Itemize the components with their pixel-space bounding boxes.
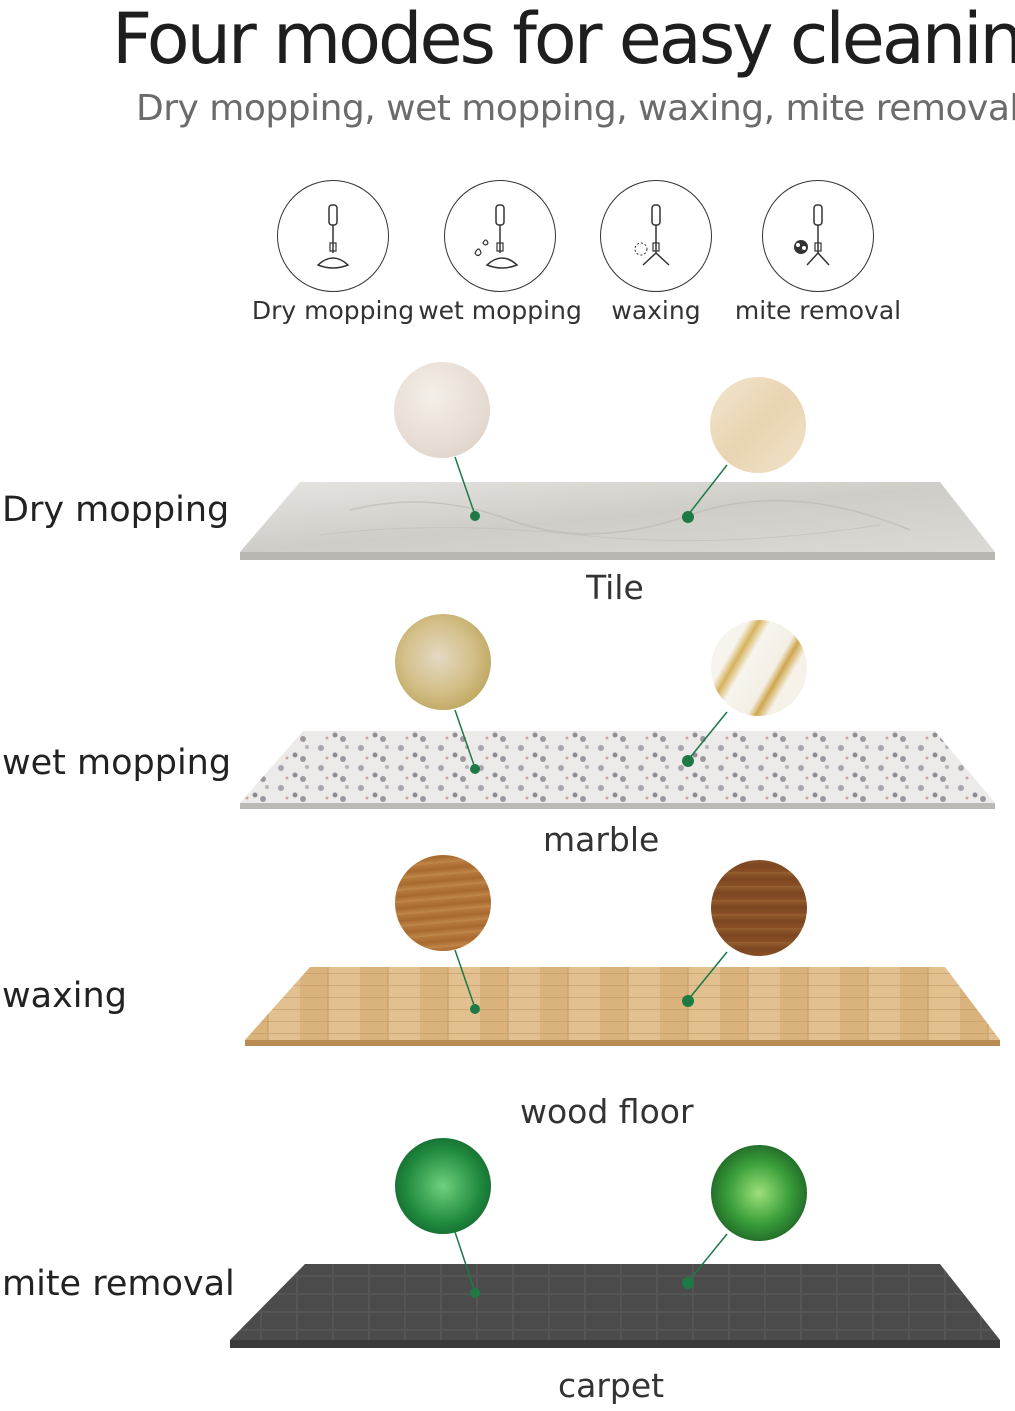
mode-label: wet mopping — [418, 296, 582, 325]
mode-dry-mopping: Dry mopping — [248, 180, 418, 325]
mode-waxing: waxing — [571, 180, 741, 325]
row-mode-label: waxing — [2, 976, 127, 1016]
wood-floor-image — [245, 967, 1000, 1046]
floor-label: Tile — [586, 568, 644, 607]
floor-label: carpet — [558, 1366, 665, 1405]
tile-swatch-right — [710, 377, 806, 473]
waxing-mop-icon — [600, 180, 712, 292]
dry-mop-icon — [277, 180, 389, 292]
row-mode-label: mite removal — [2, 1264, 235, 1304]
mode-wet-mopping: wet mopping — [415, 180, 585, 325]
floor-label: wood floor — [520, 1092, 694, 1131]
mode-label: Dry mopping — [251, 296, 415, 325]
tile-swatch-left — [394, 362, 490, 458]
row-mode-label: wet mopping — [2, 743, 232, 783]
marble-connectors — [454, 709, 728, 774]
wet-mop-icon — [444, 180, 556, 292]
carpet-floor-image — [230, 1264, 1000, 1348]
mode-label: waxing — [611, 296, 701, 325]
tile-floor-image — [240, 482, 995, 560]
mode-mite-removal: mite removal — [733, 180, 903, 325]
wood-swatch-left — [395, 855, 491, 951]
floor-label: marble — [543, 820, 660, 859]
marble-swatch-right — [711, 620, 807, 716]
carpet-connectors — [454, 1231, 728, 1298]
wood-connectors — [454, 949, 728, 1014]
wood-swatch-right — [711, 860, 807, 956]
marble-floor-image — [240, 731, 995, 809]
mite-swatch-left — [395, 1138, 491, 1234]
row-mode-label: Dry mopping — [2, 490, 230, 530]
mite-removal-mop-icon — [762, 180, 874, 292]
marble-swatch-left — [395, 614, 491, 710]
page-subtitle: Dry mopping, wet mopping, waxing, mite r… — [136, 88, 1015, 129]
mode-label: mite removal — [734, 296, 902, 325]
tile-connectors — [454, 456, 728, 523]
page-title: Four modes for easy cleaning — [112, 0, 1015, 80]
bacteria-swatch-right — [711, 1145, 807, 1241]
